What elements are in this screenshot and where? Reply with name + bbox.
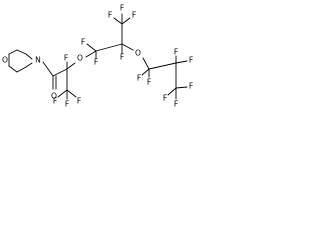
bond-cf2-f-left [86, 43, 97, 52]
atom-o-ether-2: O [135, 49, 141, 58]
atom-labels: O N O F O F F F F F F F F F O F F F F F … [2, 4, 193, 109]
bond-c2-f-right [175, 60, 188, 64]
atom-f-c1-left: F [137, 74, 141, 83]
atom-f-c3-right: F [189, 82, 193, 91]
atom-f-cf2-down: F [94, 58, 98, 67]
atom-o-ether-1: O [77, 54, 83, 63]
atom-n-ring: N [35, 56, 41, 65]
bond-carbonyl-cf [52, 68, 68, 77]
bond-c1-f-left [141, 68, 150, 76]
atom-f-cf3a-left: F [53, 97, 57, 106]
bond-cf3b-f-left [113, 17, 123, 25]
bond-cf3b-f-right [121, 17, 131, 25]
bond-ring-o-top [8, 49, 18, 55]
bond-ring-n-top [25, 53, 33, 60]
bond-c3-f-right [175, 86, 188, 89]
atom-f-cf3a-right: F [77, 97, 81, 106]
bonds [8, 13, 188, 100]
bond-o2-c1 [142, 57, 150, 70]
bond-o1-cf2 [85, 50, 97, 58]
bond-cf3-f-left [57, 89, 68, 98]
atom-f-cf3a-down: F [65, 100, 69, 109]
bond-ring-n-bottom [25, 62, 33, 68]
bond-cf2-cf [95, 43, 123, 52]
atom-f-c3-down: F [174, 100, 178, 109]
bond-cfb-o2 [121, 43, 134, 51]
atom-f-cf3b-up: F [120, 4, 124, 13]
atom-f-c2-up: F [174, 48, 178, 57]
bond-cf3-f-right [66, 89, 77, 98]
structural-formula: O N O F O F F F F F F F F F O F F F F F … [2, 4, 193, 109]
atom-f-cf3b-right: F [132, 11, 136, 20]
bond-cf-o1 [66, 62, 76, 70]
bond-ring-bottom-left [8, 65, 18, 73]
atom-o-ring: O [2, 56, 8, 65]
bond-n-carbonyl [42, 61, 54, 77]
atom-f-cf2-left: F [81, 38, 85, 47]
atom-f-c2-right: F [189, 56, 193, 65]
bond-c3-f-left [167, 87, 177, 96]
bond-c1-c2 [148, 62, 177, 70]
atom-f-c1-down: F [147, 78, 151, 87]
atom-f-c3-left: F [163, 94, 167, 103]
bond-ring-bottom [16, 66, 27, 73]
bond-ring-top [16, 49, 27, 55]
atom-o-carbonyl: O [51, 92, 57, 101]
atom-f-cf: F [64, 54, 68, 63]
atom-f-cf3b-left: F [108, 11, 112, 20]
atom-f-cfb: F [120, 53, 124, 62]
